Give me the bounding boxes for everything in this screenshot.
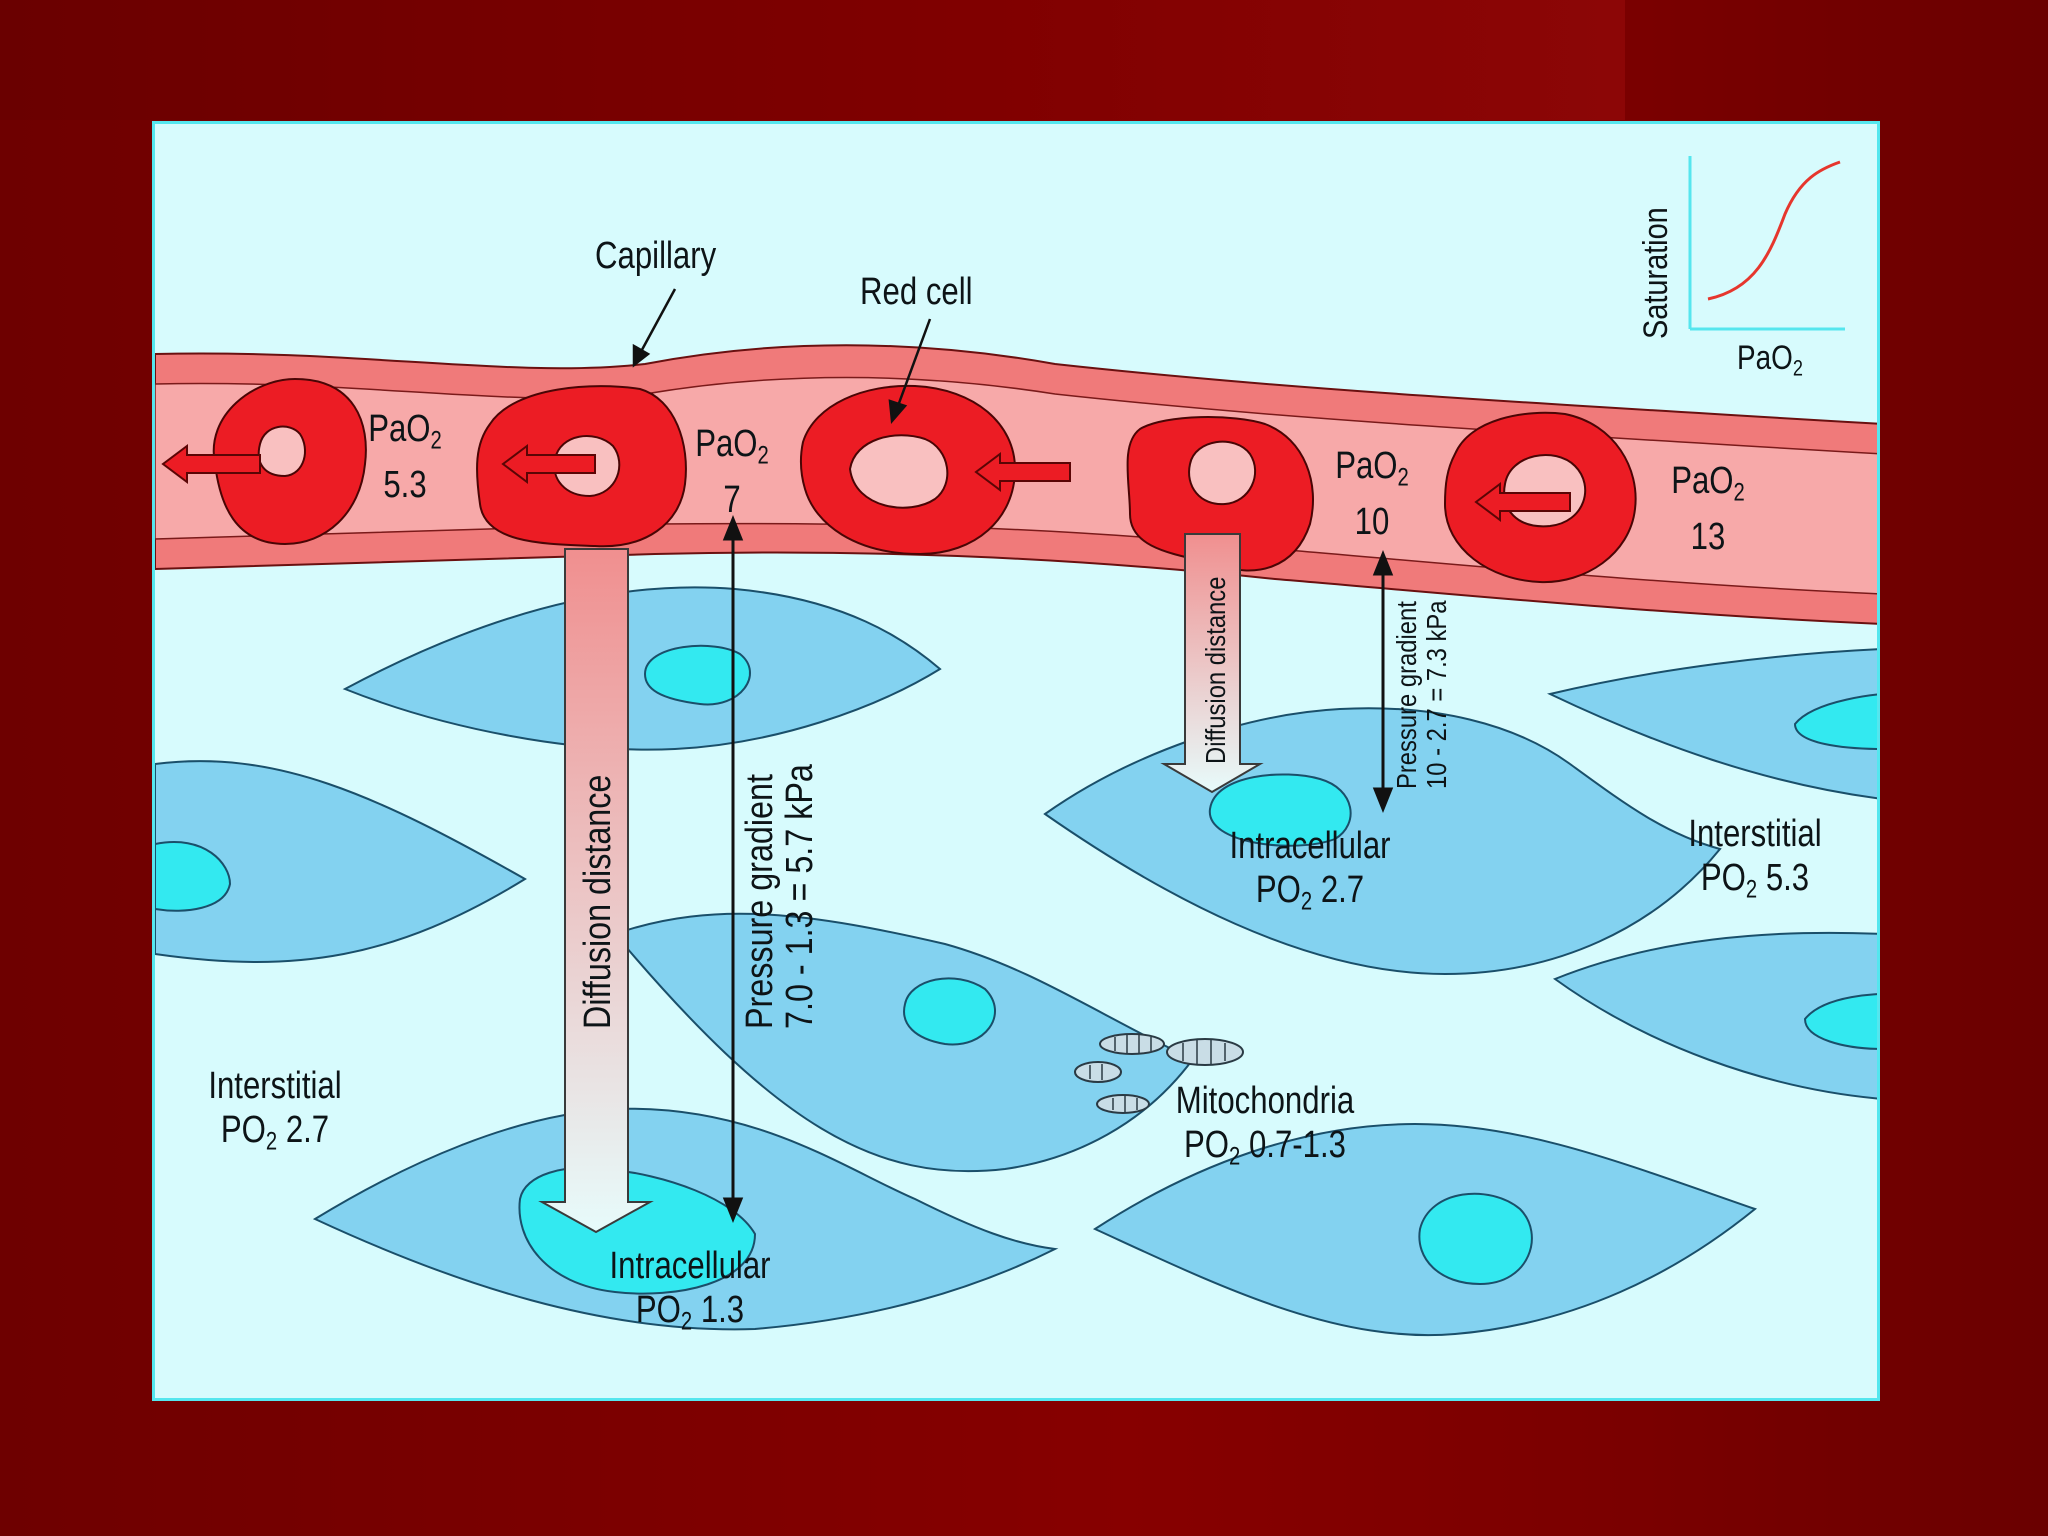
- diffusion-distance-arrow: [538, 548, 654, 1234]
- red-cell-label: Red cell: [860, 271, 973, 313]
- nucleus: [155, 841, 232, 912]
- arrowhead: [722, 514, 744, 541]
- arrowhead: [722, 1197, 744, 1224]
- saturation-inset: [1688, 156, 1845, 331]
- mitochondrion: [1096, 1094, 1150, 1114]
- arrowhead: [1372, 787, 1394, 814]
- mitochondrion: [1166, 1038, 1244, 1066]
- nucleus: [1803, 993, 1877, 1050]
- flow-arrow: [1474, 482, 1571, 522]
- flow-arrow: [161, 444, 261, 484]
- inset-x-axis-label: PaO2: [1737, 339, 1803, 381]
- tissue-cell: [155, 760, 527, 963]
- inset-y-axis-label: Saturation: [1637, 207, 1675, 339]
- mitochondrion: [1074, 1061, 1122, 1083]
- nucleus: [1418, 1192, 1533, 1286]
- diffusion-distance-arrow: [1160, 533, 1264, 794]
- tissue-cell: [1552, 931, 1877, 1100]
- nucleus: [643, 644, 751, 706]
- red-cell-center: [1503, 454, 1587, 528]
- arrowhead: [632, 343, 651, 368]
- tissue-cell: [613, 912, 1195, 1173]
- flow-arrow: [974, 452, 1071, 492]
- diagram-drawing: [155, 156, 1877, 1336]
- red-cell-center: [1188, 440, 1256, 506]
- red-cell-center: [257, 425, 306, 478]
- capillary-label: Capillary: [595, 235, 717, 277]
- red-cell-center: [848, 434, 949, 509]
- nucleus: [1793, 693, 1877, 750]
- capillary-pointer: [635, 288, 677, 360]
- arrowhead: [1372, 549, 1394, 576]
- tissue-cell: [1547, 648, 1877, 800]
- arrowhead: [888, 399, 908, 425]
- nucleus: [1208, 773, 1352, 847]
- tissue-cell: [342, 586, 942, 751]
- diffusion-distance-label: Diffusion distance: [1200, 576, 1231, 764]
- slide-title-band: [0, 0, 1625, 120]
- nucleus: [903, 977, 996, 1046]
- diffusion-distance-label: Diffusion distance: [577, 774, 619, 1029]
- dissociation-curve: [1707, 160, 1841, 301]
- flow-arrow: [501, 444, 596, 484]
- mitochondrion: [1099, 1033, 1165, 1055]
- red-cell-pointer: [893, 318, 932, 415]
